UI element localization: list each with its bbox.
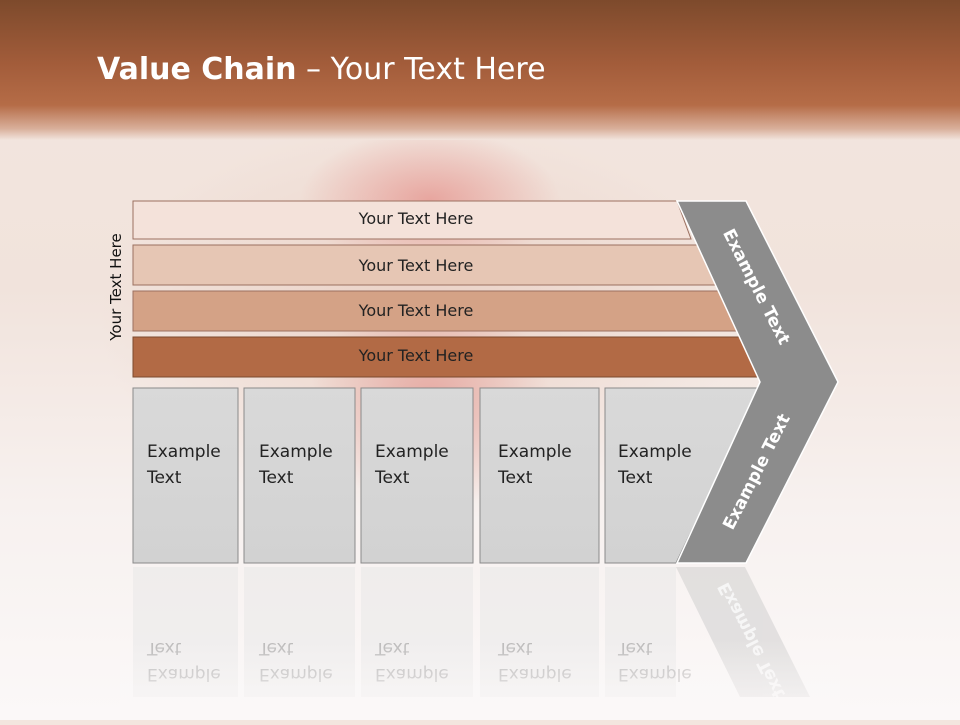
margin-chevron <box>675 200 839 564</box>
activity-column-4 <box>479 387 600 564</box>
support-bar-1 <box>132 200 692 240</box>
title-rest: – Your Text Here <box>296 52 546 87</box>
activity-column-3 <box>360 387 474 564</box>
title-bold: Value Chain <box>97 52 297 87</box>
activity-label-4-line1: Example <box>498 442 572 462</box>
activity-label-1-line1: Example <box>147 442 221 462</box>
activity-label-4-line2: Text <box>498 468 533 488</box>
activity-label-3-line2: Text <box>375 468 410 488</box>
activity-label-5-line2: Text <box>618 468 653 488</box>
activity-label-3-line1: Example <box>375 442 449 462</box>
slide-title: Value Chain – Your Text Here <box>97 52 546 87</box>
reflection-fade <box>120 640 840 720</box>
activity-column-1 <box>132 387 239 564</box>
activity-label-2-line1: Example <box>259 442 333 462</box>
activity-column-5 <box>604 387 761 564</box>
support-bar-label-4: Your Text Here <box>358 346 474 365</box>
activity-label-2-line2: Text <box>259 468 294 488</box>
activity-label-1-line2: Text <box>147 468 182 488</box>
header-band <box>0 0 960 140</box>
support-bar-label-1: Your Text Here <box>358 209 474 228</box>
support-bar-label-2: Your Text Here <box>358 256 474 275</box>
activity-label-5-line1: Example <box>618 442 692 462</box>
activity-column-2 <box>243 387 356 564</box>
support-bar-label-3: Your Text Here <box>358 301 474 320</box>
